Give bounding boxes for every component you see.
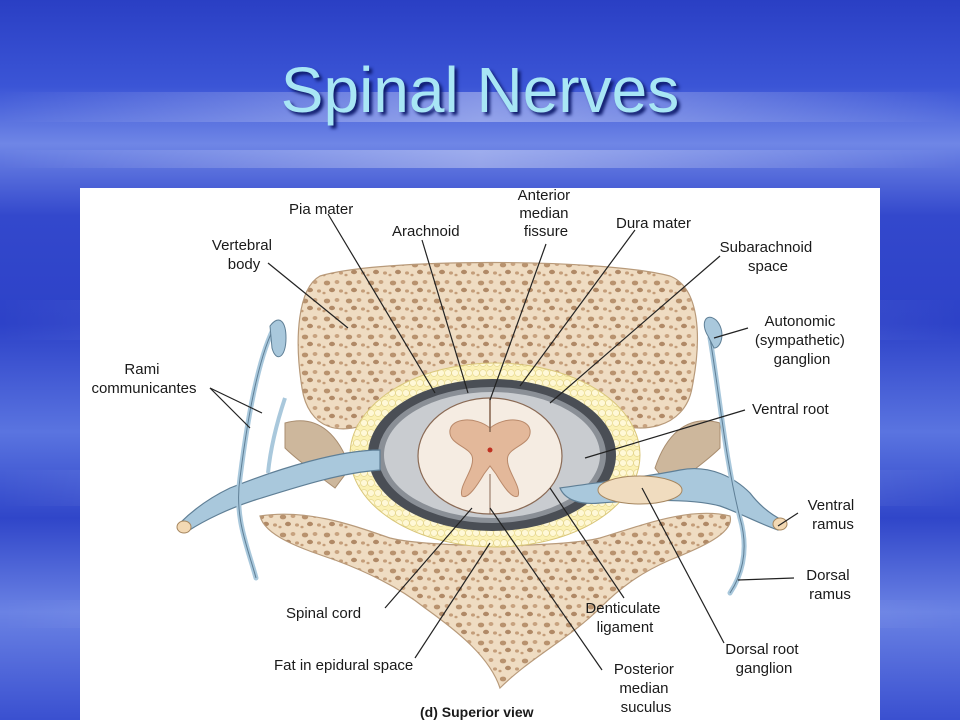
label-rami-communicantes: Rami communicantes [91,361,196,397]
label-ventral-ramus: Ventral ramus [808,497,859,533]
label-fat-in-epidural-space: Fat in epidural space [274,657,413,674]
slide-title: Spinal Nerves [280,54,680,126]
spinal-cross-section-diagram: Pia mater Arachnoid Anterior median fiss… [80,188,880,720]
label-dorsal-ramus: Dorsal ramus [806,567,854,603]
vertebral-arch-shape [259,512,731,690]
label-dura-mater: Dura mater [616,215,691,232]
label-anterior-median-fissure: Anterior median fissure [518,188,575,240]
diagram-labels: Pia mater Arachnoid Anterior median fiss… [91,188,859,720]
label-spinal-cord: Spinal cord [286,605,361,622]
spinal-cord-shape [417,397,563,515]
left-spinal-nerve [176,319,381,581]
view-caption: (d) Superior view [420,704,534,720]
leader-lines [209,213,799,671]
label-denticulate-ligament: Denticulate ligament [585,600,664,636]
label-subarachnoid-space: Subarachnoid space [720,239,817,275]
label-posterior-median-sulcus: Posterior median suculus [614,661,678,716]
label-autonomic-ganglion: Autonomic (sympathetic) ganglion [755,313,849,368]
label-pia-mater: Pia mater [289,201,353,218]
label-dorsal-root-ganglion: Dorsal root ganglion [725,641,803,677]
label-arachnoid: Arachnoid [392,223,460,240]
label-ventral-root: Ventral root [752,401,830,418]
label-vertebral-body: Vertebral body [212,237,276,273]
